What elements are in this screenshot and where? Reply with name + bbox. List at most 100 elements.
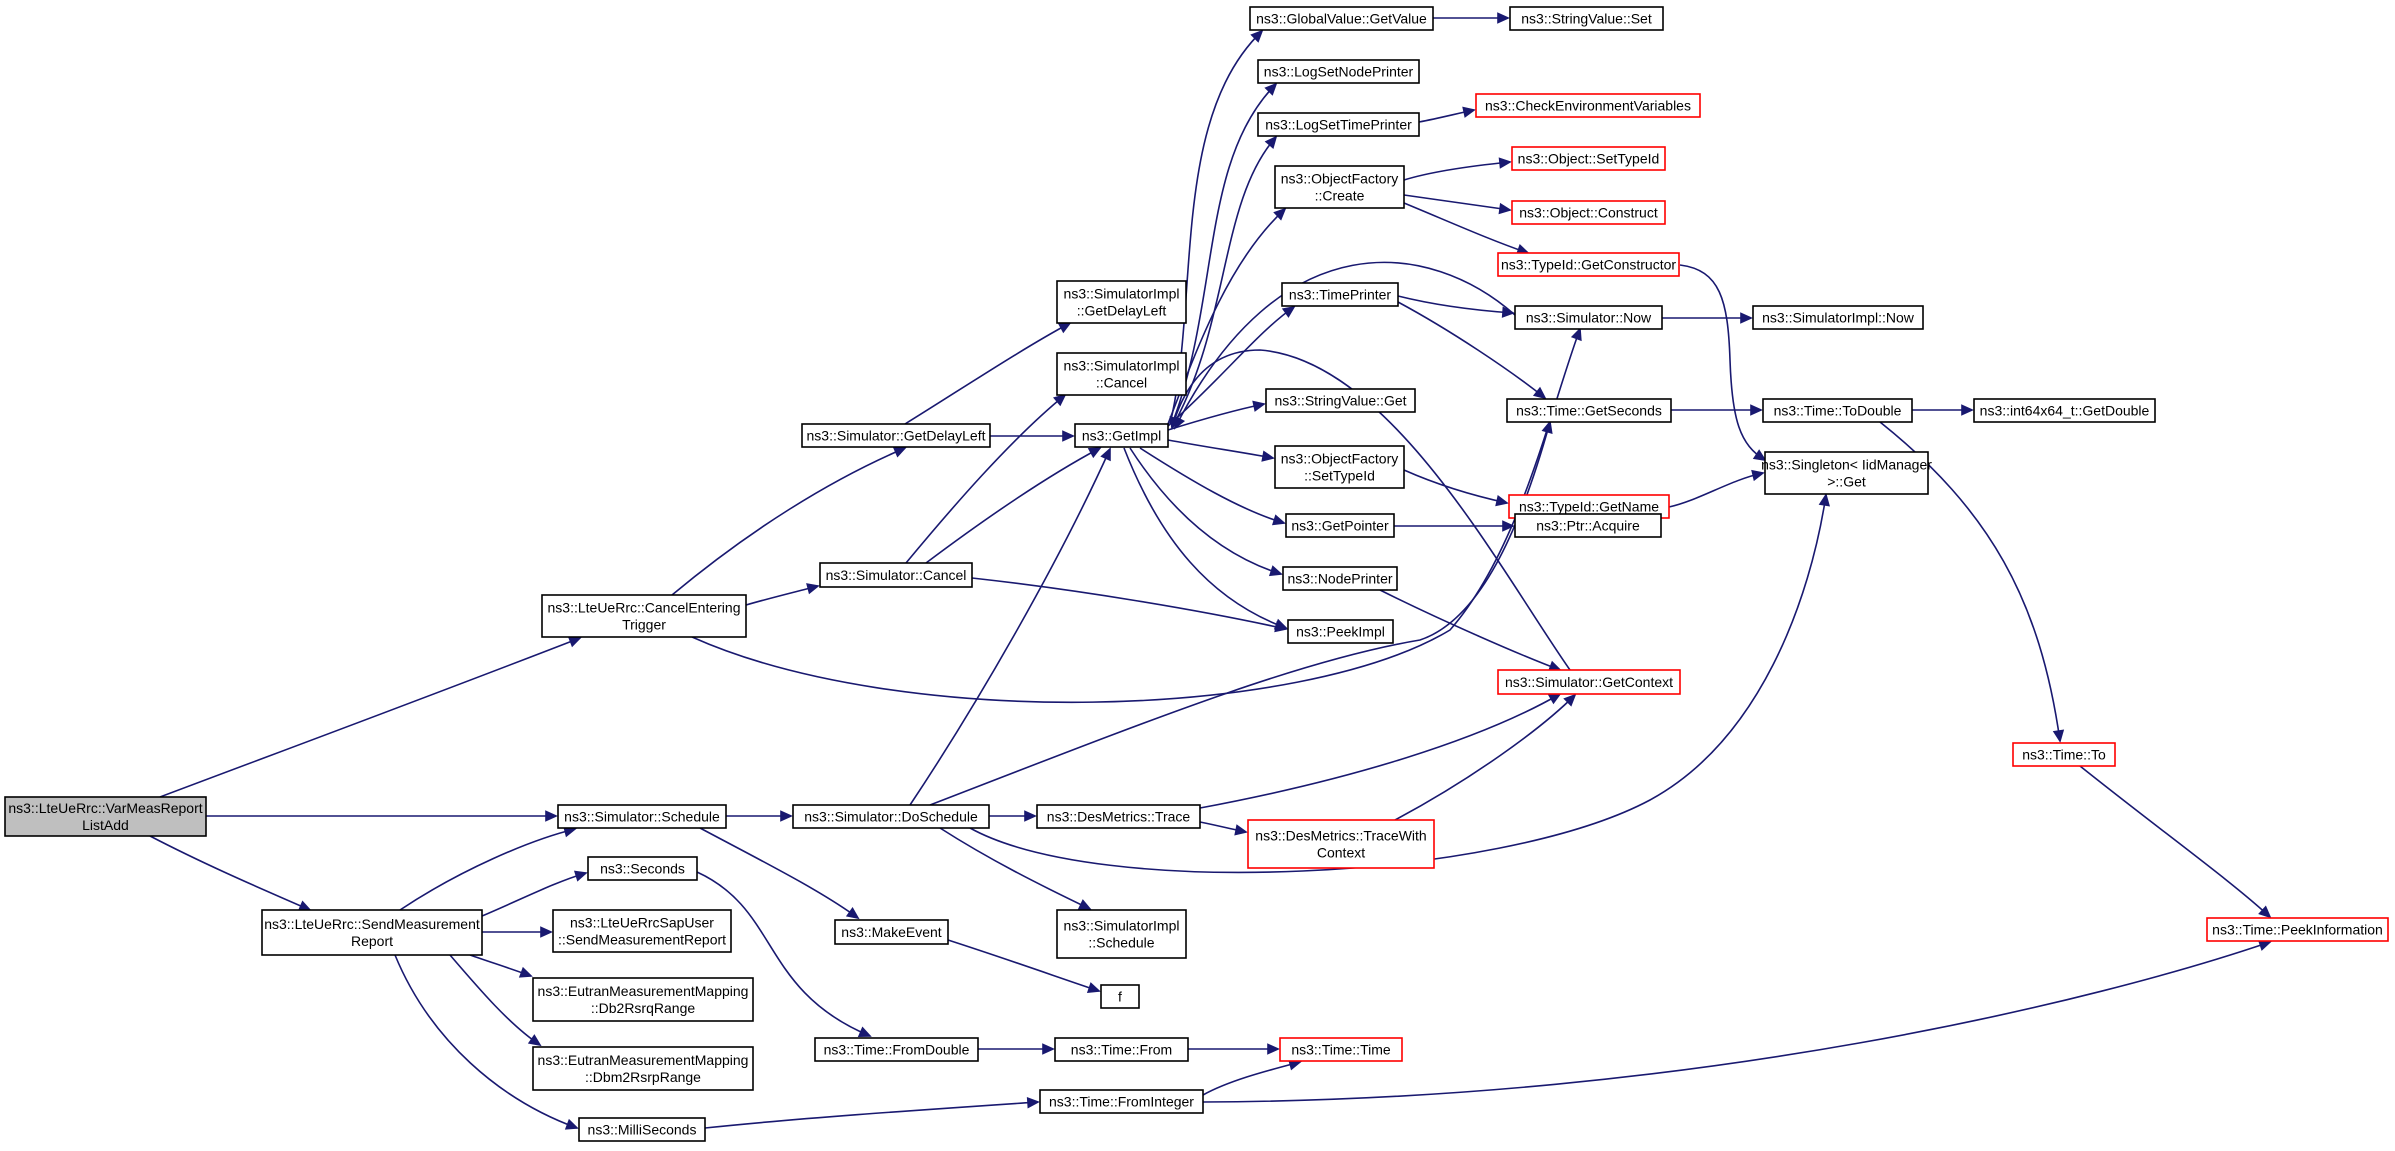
node-box[interactable]	[578, 1117, 706, 1142]
function-node-timePeekInfo[interactable]: ns3::Time::PeekInformation	[2206, 917, 2389, 942]
node-box[interactable]	[1752, 305, 1924, 330]
node-box[interactable]	[1056, 352, 1187, 396]
function-node-makeEvent[interactable]: ns3::MakeEvent	[834, 919, 949, 945]
function-node-timeFrom[interactable]: ns3::Time::From	[1054, 1037, 1189, 1062]
node-box[interactable]	[1257, 112, 1420, 137]
function-node-desTrace[interactable]: ns3::DesMetrics::Trace	[1036, 804, 1201, 829]
function-node-singletonGet[interactable]: ns3::Singleton< IidManager>::Get	[1761, 451, 1932, 495]
node-box[interactable]	[1497, 669, 1681, 695]
node-box[interactable]	[1247, 819, 1435, 869]
node-box[interactable]	[1475, 93, 1701, 118]
node-box[interactable]	[1249, 6, 1434, 31]
function-node-getImpl[interactable]: ns3::GetImpl	[1074, 423, 1169, 448]
function-node-timeToDouble[interactable]: ns3::Time::ToDouble	[1762, 398, 1913, 423]
node-box[interactable]	[1036, 804, 1201, 829]
node-box[interactable]	[1054, 1037, 1189, 1062]
function-node-simGetContext[interactable]: ns3::Simulator::GetContext	[1497, 669, 1681, 695]
node-box[interactable]	[1265, 388, 1416, 413]
function-node-peekImpl[interactable]: ns3::PeekImpl	[1287, 619, 1394, 644]
node-box[interactable]	[1497, 252, 1680, 277]
function-node-getPointer[interactable]: ns3::GetPointer	[1285, 513, 1395, 538]
function-node-timeFromDouble[interactable]: ns3::Time::FromDouble	[814, 1037, 979, 1062]
node-box[interactable]	[1282, 566, 1398, 591]
function-node-timePrinter[interactable]: ns3::TimePrinter	[1281, 282, 1399, 307]
node-box[interactable]	[834, 919, 949, 945]
function-node-schedule[interactable]: ns3::Simulator::Schedule	[557, 804, 727, 829]
node-label: ns3::Simulator::Schedule	[564, 809, 720, 825]
function-node-typeIdGetConstructor[interactable]: ns3::TypeId::GetConstructor	[1497, 252, 1680, 277]
function-node-typeIdGetName[interactable]: ns3::TypeId::GetName	[1508, 494, 1670, 519]
function-node-dbm2Rsrp[interactable]: ns3::EutranMeasurementMapping::Dbm2RsrpR…	[532, 1046, 754, 1091]
function-node-milliSeconds[interactable]: ns3::MilliSeconds	[578, 1117, 706, 1142]
node-box[interactable]	[1056, 909, 1187, 959]
function-node-timeTime[interactable]: ns3::Time::Time	[1279, 1037, 1403, 1062]
function-node-objSetTypeId[interactable]: ns3::Object::SetTypeId	[1511, 146, 1666, 171]
function-node-int64GetDouble[interactable]: ns3::int64x64_t::GetDouble	[1973, 398, 2156, 423]
function-node-logSetNodePrinter[interactable]: ns3::LogSetNodePrinter	[1257, 59, 1420, 84]
node-box[interactable]	[557, 804, 727, 829]
node-box[interactable]	[1274, 445, 1405, 489]
function-node-nodePrinter[interactable]: ns3::NodePrinter	[1282, 566, 1398, 591]
node-box[interactable]	[1506, 398, 1672, 423]
node-box[interactable]	[1287, 619, 1394, 644]
function-node-simCancel[interactable]: ns3::Simulator::Cancel	[819, 562, 973, 588]
node-box[interactable]	[1514, 513, 1662, 538]
function-node-timeTo[interactable]: ns3::Time::To	[2012, 742, 2116, 767]
function-node-simNow[interactable]: ns3::Simulator::Now	[1514, 305, 1663, 330]
function-node-logSetTimePrinter[interactable]: ns3::LogSetTimePrinter	[1257, 112, 1420, 137]
node-box[interactable]	[1514, 305, 1663, 330]
node-box[interactable]	[1511, 146, 1666, 171]
node-box[interactable]	[1257, 59, 1420, 84]
node-box[interactable]	[261, 909, 483, 956]
node-box[interactable]	[532, 1046, 754, 1091]
node-box[interactable]	[1511, 200, 1666, 225]
node-box[interactable]	[1100, 984, 1140, 1009]
function-node-sapUserSend[interactable]: ns3::LteUeRrcSapUser::SendMeasurementRep…	[552, 909, 732, 953]
function-node-simGetDelayLeft[interactable]: ns3::Simulator::GetDelayLeft	[801, 423, 991, 448]
node-box[interactable]	[1764, 451, 1929, 495]
node-box[interactable]	[814, 1037, 979, 1062]
function-node-objFactorySetTypeId[interactable]: ns3::ObjectFactory::SetTypeId	[1274, 445, 1405, 489]
node-box[interactable]	[1509, 6, 1664, 31]
function-node-ptrAcquire[interactable]: ns3::Ptr::Acquire	[1514, 513, 1662, 538]
node-box[interactable]	[587, 856, 698, 881]
node-box[interactable]	[801, 423, 991, 448]
function-node-globalGetValue[interactable]: ns3::GlobalValue::GetValue	[1249, 6, 1434, 31]
node-box[interactable]	[1274, 165, 1405, 209]
node-box[interactable]	[552, 909, 732, 953]
function-node-sendMeas[interactable]: ns3::LteUeRrc::SendMeasurementReport	[261, 909, 483, 956]
function-node-f[interactable]: f	[1100, 984, 1140, 1009]
node-box[interactable]	[1762, 398, 1913, 423]
node-box[interactable]	[541, 594, 747, 638]
function-node-implCancel[interactable]: ns3::SimulatorImpl::Cancel	[1056, 352, 1187, 396]
node-box[interactable]	[1074, 423, 1169, 448]
node-box[interactable]	[792, 804, 990, 829]
node-box[interactable]	[532, 977, 754, 1022]
node-box[interactable]	[1285, 513, 1395, 538]
node-box[interactable]	[1039, 1089, 1204, 1114]
function-node-implGetDelayLeft[interactable]: ns3::SimulatorImpl::GetDelayLeft	[1056, 280, 1187, 324]
node-box[interactable]	[1281, 282, 1399, 307]
node-box[interactable]	[1056, 280, 1187, 324]
function-node-stringValueGet[interactable]: ns3::StringValue::Get	[1265, 388, 1416, 413]
function-node-objFactoryCreate[interactable]: ns3::ObjectFactory::Create	[1274, 165, 1405, 209]
node-box[interactable]	[2206, 917, 2389, 942]
function-node-db2Rsrq[interactable]: ns3::EutranMeasurementMapping::Db2RsrqRa…	[532, 977, 754, 1022]
function-node-timeFromInteger[interactable]: ns3::Time::FromInteger	[1039, 1089, 1204, 1114]
function-node-implSchedule[interactable]: ns3::SimulatorImpl::Schedule	[1056, 909, 1187, 959]
function-node-checkEnv[interactable]: ns3::CheckEnvironmentVariables	[1475, 93, 1701, 118]
function-node-timeGetSeconds[interactable]: ns3::Time::GetSeconds	[1506, 398, 1672, 423]
node-box[interactable]	[1279, 1037, 1403, 1062]
function-node-seconds[interactable]: ns3::Seconds	[587, 856, 698, 881]
function-node-objConstruct[interactable]: ns3::Object::Construct	[1511, 200, 1666, 225]
node-box[interactable]	[2012, 742, 2116, 767]
node-box[interactable]	[1973, 398, 2156, 423]
node-box[interactable]	[4, 796, 207, 837]
function-node-stringValueSet[interactable]: ns3::StringValue::Set	[1509, 6, 1664, 31]
function-node-simDoSchedule[interactable]: ns3::Simulator::DoSchedule	[792, 804, 990, 829]
function-node-implNow[interactable]: ns3::SimulatorImpl::Now	[1752, 305, 1924, 330]
node-box[interactable]	[819, 562, 973, 588]
